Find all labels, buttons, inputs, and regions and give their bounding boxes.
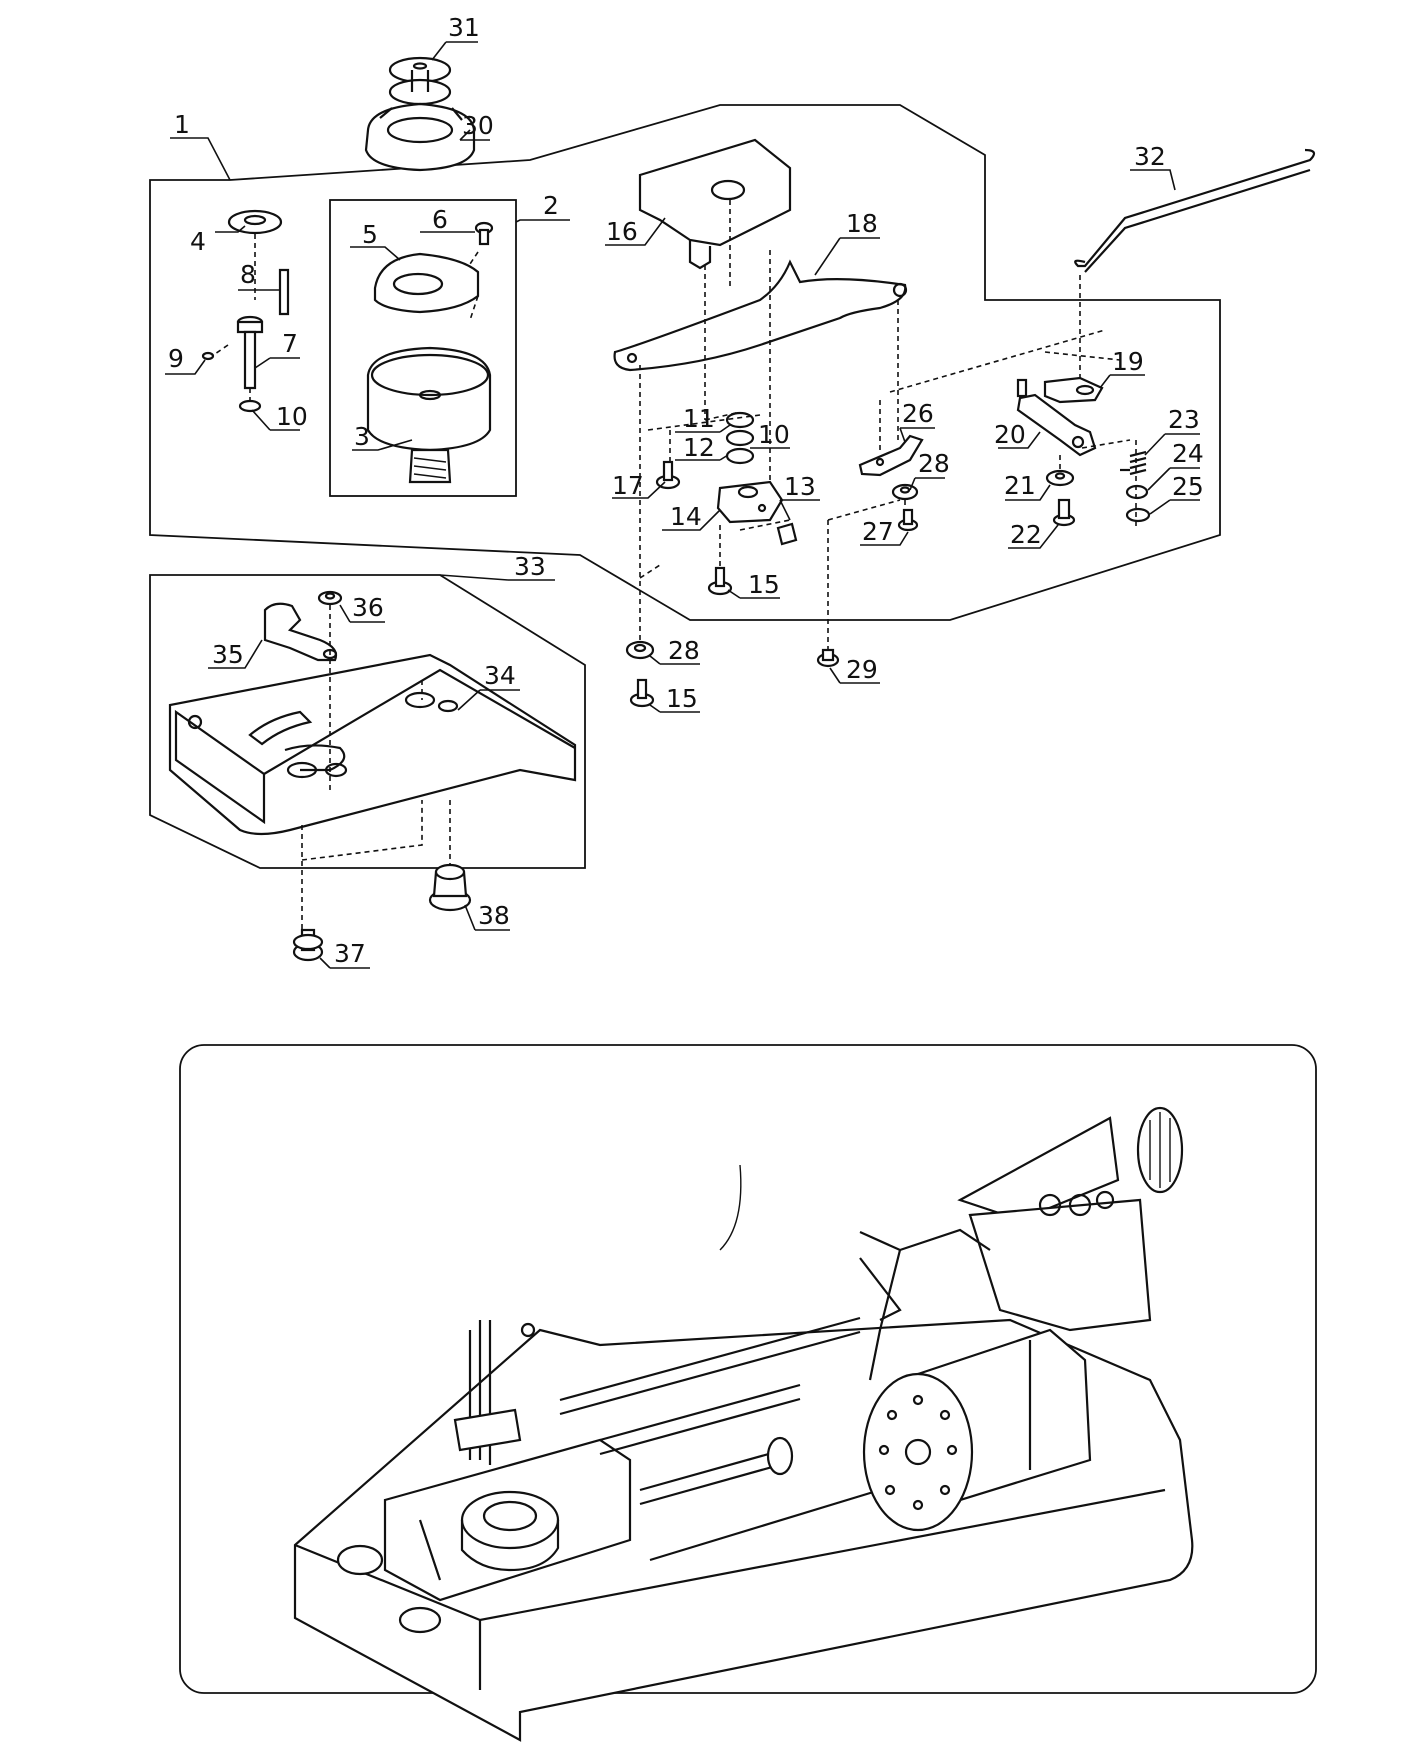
callout-9: 9 bbox=[168, 344, 184, 373]
callout-18: 18 bbox=[846, 209, 878, 238]
bracket-16 bbox=[638, 138, 792, 270]
washer-21 bbox=[1045, 469, 1075, 487]
bushing-38 bbox=[428, 863, 472, 912]
washer-28b bbox=[891, 483, 919, 501]
callout-28a: 28 bbox=[918, 449, 950, 478]
pin-8 bbox=[278, 268, 290, 316]
assembly-guide-lines bbox=[211, 200, 1137, 930]
callout-20: 20 bbox=[994, 420, 1026, 449]
callout-5: 5 bbox=[362, 220, 378, 249]
callout-38: 38 bbox=[478, 901, 510, 930]
callout-34: 34 bbox=[484, 661, 516, 690]
callout-14: 14 bbox=[670, 502, 702, 531]
callout-30: 30 bbox=[462, 111, 494, 140]
screw-22 bbox=[1052, 498, 1076, 527]
callout-15a: 15 bbox=[748, 570, 780, 599]
callout-25: 25 bbox=[1172, 472, 1204, 501]
washer-24 bbox=[1125, 484, 1149, 500]
screw-15a bbox=[707, 566, 733, 596]
screw-15b bbox=[629, 678, 655, 708]
callout-4: 4 bbox=[190, 227, 206, 256]
callout-6: 6 bbox=[432, 205, 448, 234]
callout-33: 33 bbox=[514, 552, 546, 581]
callout-37: 37 bbox=[334, 939, 366, 968]
washers-11-12 bbox=[725, 411, 755, 465]
lever-18 bbox=[613, 259, 908, 372]
callout-31: 31 bbox=[448, 13, 480, 42]
callout-8: 8 bbox=[240, 260, 256, 289]
callout-24: 24 bbox=[1172, 439, 1204, 468]
callout-26: 26 bbox=[902, 399, 934, 428]
plate-5 bbox=[373, 252, 480, 314]
washer-36 bbox=[317, 590, 343, 606]
callout-29: 29 bbox=[846, 655, 878, 684]
callout-11: 11 bbox=[683, 404, 715, 433]
bobbin-31 bbox=[388, 56, 452, 106]
callout-27: 27 bbox=[862, 517, 894, 546]
power-cord bbox=[719, 1164, 742, 1251]
callout-10a: 10 bbox=[276, 402, 308, 431]
callout-22: 22 bbox=[1010, 520, 1042, 549]
callout-2: 2 bbox=[543, 191, 559, 220]
screw-17 bbox=[655, 460, 681, 490]
washer-28a bbox=[625, 640, 655, 660]
callout-12: 12 bbox=[683, 433, 715, 462]
pin-9 bbox=[201, 351, 215, 361]
assembly-2-frame bbox=[329, 199, 517, 497]
screw-6 bbox=[474, 221, 494, 246]
hook-3 bbox=[366, 346, 492, 484]
callout-1: 1 bbox=[174, 110, 190, 139]
callout-16: 16 bbox=[606, 217, 638, 246]
callout-3: 3 bbox=[354, 422, 370, 451]
nut-25 bbox=[1125, 507, 1151, 523]
callout-7: 7 bbox=[282, 329, 298, 358]
callout-17: 17 bbox=[612, 471, 644, 500]
bobbin-case-30 bbox=[364, 102, 476, 172]
block-14 bbox=[716, 480, 784, 524]
callout-13: 13 bbox=[784, 472, 816, 501]
screw-29 bbox=[816, 648, 840, 668]
callout-19: 19 bbox=[1112, 347, 1144, 376]
callout-numbers: 1 2 3 4 5 6 7 8 9 10 10 11 12 13 14 15 1… bbox=[168, 13, 1204, 968]
rod-32 bbox=[1074, 148, 1316, 273]
screw-37 bbox=[292, 928, 324, 962]
plate-26 bbox=[858, 434, 924, 477]
lever-20 bbox=[1016, 378, 1097, 457]
base-plate-34 bbox=[168, 653, 577, 836]
machine-overview-panel bbox=[179, 1044, 1317, 1742]
callout-15b: 15 bbox=[666, 684, 698, 713]
callout-10b: 10 bbox=[758, 420, 790, 449]
washer-10a bbox=[238, 399, 262, 413]
callout-36: 36 bbox=[352, 593, 384, 622]
washer-4 bbox=[227, 209, 283, 235]
callout-32: 32 bbox=[1134, 142, 1166, 171]
callout-21: 21 bbox=[1004, 471, 1036, 500]
callout-23: 23 bbox=[1168, 405, 1200, 434]
overview-hook bbox=[460, 1490, 560, 1550]
screw-27 bbox=[897, 508, 919, 532]
feed-dog-35 bbox=[263, 602, 338, 662]
screw-13 bbox=[776, 522, 798, 546]
spring-23 bbox=[1120, 450, 1147, 476]
assembly-1-frame bbox=[149, 104, 1221, 621]
callout-28b: 28 bbox=[668, 636, 700, 665]
callout-35: 35 bbox=[212, 640, 244, 669]
leader-lines bbox=[165, 41, 1200, 969]
shaft-7 bbox=[236, 315, 264, 390]
lever-19 bbox=[1043, 376, 1104, 404]
